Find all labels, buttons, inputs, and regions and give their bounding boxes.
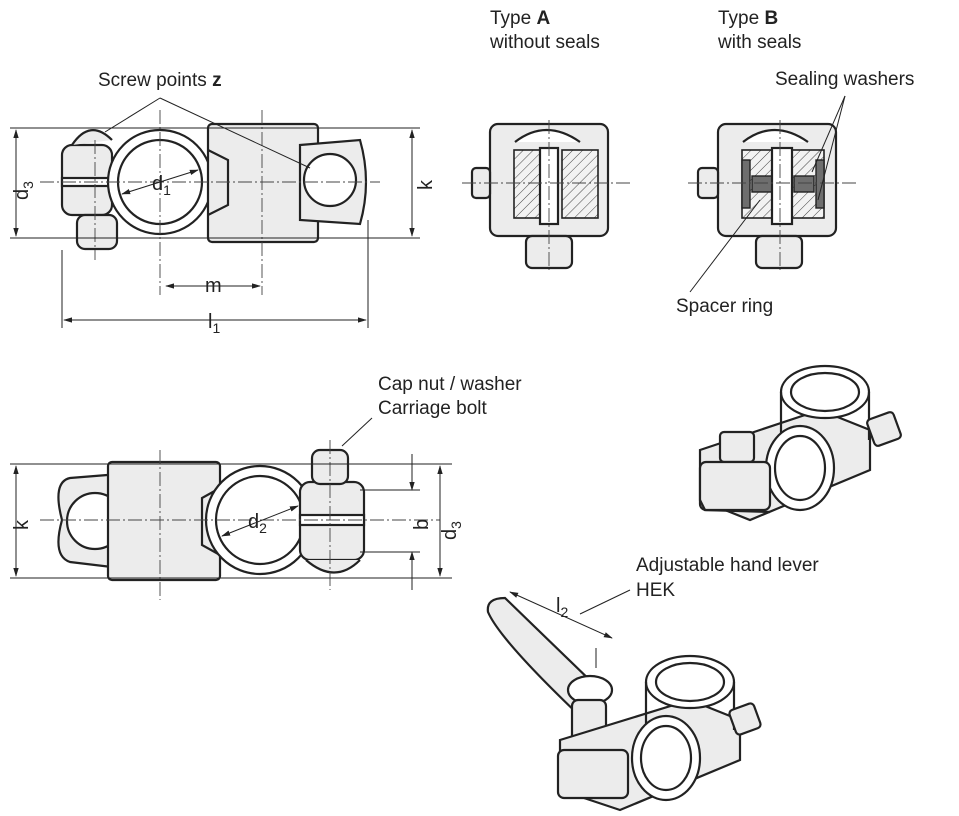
side-view-top xyxy=(10,97,420,328)
dim-l2: l2 xyxy=(556,595,568,620)
type-a-title: Type A xyxy=(490,8,550,29)
isometric-clamp-with-lever xyxy=(486,589,762,812)
spacer-ring-label: Spacer ring xyxy=(676,296,773,317)
isometric-clamp xyxy=(698,364,902,522)
type-b-title: Type B xyxy=(718,8,778,29)
dim-b: b xyxy=(411,519,433,530)
dim-d3-top: d3 xyxy=(11,181,36,200)
hand-lever-code: HEK xyxy=(636,580,675,601)
dim-d2: d2 xyxy=(248,511,267,536)
hand-lever-label: Adjustable hand lever xyxy=(636,555,819,576)
sealing-washers-label: Sealing washers xyxy=(775,69,914,90)
screw-points-label: Screw points z xyxy=(98,70,222,91)
dim-k-top: k xyxy=(415,179,437,190)
dim-k-bottom: k xyxy=(11,519,33,530)
dim-m: m xyxy=(205,275,222,297)
dim-d1: d1 xyxy=(152,173,171,198)
type-b-desc: with seals xyxy=(717,32,801,53)
carriage-bolt-label: Carriage bolt xyxy=(378,398,487,419)
type-b-section xyxy=(688,95,856,293)
type-a-desc: without seals xyxy=(489,32,600,53)
cap-nut-label: Cap nut / washer xyxy=(378,374,522,395)
type-a-section xyxy=(462,120,630,270)
dim-l1: l1 xyxy=(208,311,220,336)
side-view-bottom xyxy=(10,417,452,600)
dim-d3-bottom: d3 xyxy=(439,521,464,540)
